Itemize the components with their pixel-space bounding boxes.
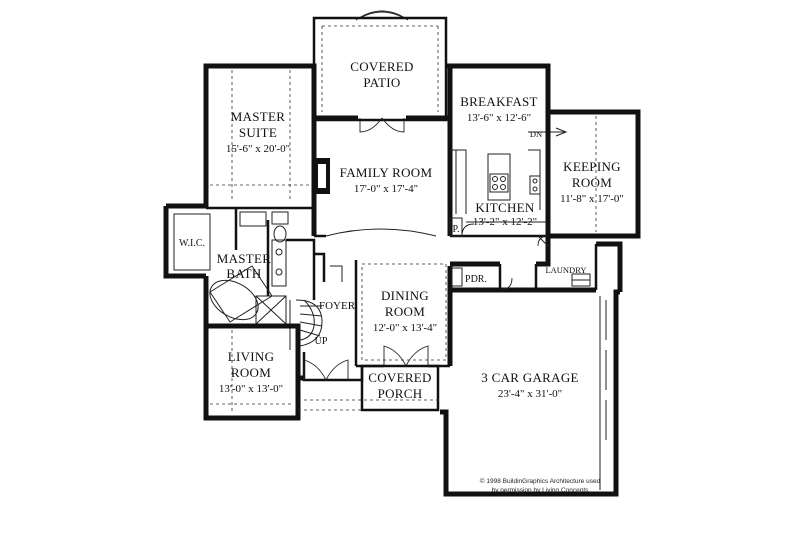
breakfast-label: BREAKFAST [460, 94, 538, 109]
pdr-label: PDR. [465, 274, 487, 285]
porch-walls [298, 352, 440, 412]
laundry-label: LAUNDRY [545, 265, 586, 275]
kitchen-dimensions: 13'-2" x 12'-2" [473, 216, 537, 228]
keeping-room-walls [545, 108, 641, 239]
garage-dimensions: 23'-4" x 31'-0" [498, 388, 562, 400]
central-walls [311, 63, 551, 238]
kitchen-walls [449, 127, 568, 238]
master-bath-label-2: BATH [226, 266, 261, 281]
living-room-label-1: LIVING [228, 349, 275, 364]
pantry-label: P. [453, 224, 460, 235]
master-suite-label-1: MASTER [231, 109, 286, 124]
master-bath-label-1: MASTER [217, 251, 272, 266]
keeping-room-label-2: ROOM [572, 175, 612, 190]
dn-label: DN [530, 129, 542, 139]
living-room-walls [203, 323, 301, 421]
living-room-dimensions: 13'-0" x 13'-0" [219, 383, 283, 395]
dining-room-label-2: ROOM [385, 304, 425, 319]
dining-room-dimensions: 12'-0" x 13'-4" [373, 322, 437, 334]
covered-porch-label-1: COVERED [368, 370, 432, 385]
master-suite-dimensions: 15'-6" x 20'-0" [226, 143, 290, 155]
master-suite-label-2: SUITE [239, 125, 277, 140]
kitchen-label: KITCHEN [475, 200, 534, 215]
foyer-label: FOYER [319, 300, 356, 312]
copyright-line-2: by permission by Living Concepts [492, 487, 590, 494]
family-room-dimensions: 17'-0" x 17'-4" [354, 183, 418, 195]
breakfast-dimensions: 13'-6" x 12'-6" [467, 112, 531, 124]
master-bath-walls [163, 203, 316, 326]
covered-patio-label-2: PATIO [363, 75, 400, 90]
dining-room-label-1: DINING [381, 288, 429, 303]
family-room-label: FAMILY ROOM [340, 165, 433, 180]
covered-porch-label-2: PORCH [378, 386, 423, 401]
covered-patio-label-1: COVERED [350, 59, 414, 74]
wic-label: W.I.C. [179, 238, 205, 249]
living-room-label-2: ROOM [231, 365, 271, 380]
keeping-room-dimensions: 11'-8" x 17'-0" [560, 193, 624, 205]
keeping-room-label-1: KEEPING [563, 159, 621, 174]
garage-label: 3 CAR GARAGE [481, 370, 579, 385]
garage-walls [440, 235, 623, 497]
copyright-line-1: © 1998 BuildinGraphics Architecture used [480, 477, 601, 485]
stair-up-label: UP [315, 336, 328, 347]
